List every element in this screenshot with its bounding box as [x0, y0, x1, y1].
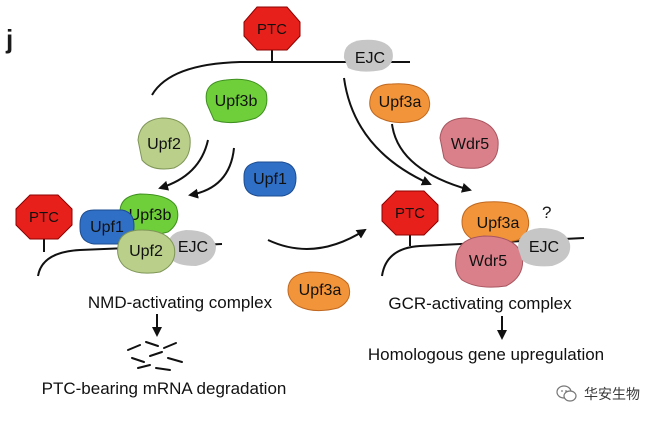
- nmd-ptc-label: PTC: [29, 209, 59, 226]
- nmd-ejc-blob: EJC: [168, 230, 216, 266]
- upf2-blob: Upf2: [137, 117, 191, 170]
- wdr5-top-label: Wdr5: [451, 136, 489, 153]
- nmd-mrna-line: [37, 243, 223, 277]
- nmd-ejc-label: EJC: [178, 239, 208, 256]
- top-mrna-line: [151, 61, 410, 96]
- upf3a-top-label: Upf3a: [379, 94, 422, 111]
- gcr-caption: GCR-activating complex: [388, 294, 572, 313]
- middle-arrow: [267, 228, 367, 250]
- nmd-ptc-octagon: PTC: [15, 194, 73, 240]
- upf2-label: Upf2: [147, 136, 181, 153]
- top-ptc-octagon: PTC: [243, 6, 301, 51]
- nmd-upf1-blob: Upf1: [79, 209, 135, 245]
- nmd-outcome: PTC-bearing mRNA degradation: [42, 379, 287, 398]
- gcr-ptc-label: PTC: [395, 205, 425, 222]
- nmd-upf1-label: Upf1: [90, 219, 124, 236]
- upf1-label: Upf1: [253, 171, 287, 188]
- mrna-fragments: [127, 341, 183, 371]
- right-arrow-outer: [343, 77, 432, 186]
- gcr-ejc-blob: EJC: [518, 228, 571, 267]
- panel-label: j: [5, 24, 13, 54]
- right-arrow-inner: [391, 123, 472, 193]
- gcr-wdr5-blob: Wdr5: [455, 235, 524, 288]
- upf3b-blob: Upf3b: [205, 78, 268, 124]
- nmd-upf2-label: Upf2: [129, 243, 163, 260]
- gcr-upf3a-label: Upf3a: [477, 215, 520, 232]
- gcr-ejc-label: EJC: [529, 239, 559, 256]
- upf1-blob: Upf1: [243, 161, 297, 197]
- gcr-wdr5-label: Wdr5: [469, 253, 507, 270]
- watermark-text: 华安生物: [584, 387, 640, 403]
- nmd-upf2-blob: Upf2: [117, 229, 176, 274]
- gcr-outcome: Homologous gene upregulation: [368, 345, 604, 364]
- wechat-icon: [556, 385, 577, 402]
- gcr-upf3a-blob: Upf3a: [461, 201, 530, 244]
- upf3b-label: Upf3b: [215, 93, 258, 110]
- top-ejc-label: EJC: [355, 50, 385, 67]
- top-ptc-label: PTC: [257, 21, 287, 38]
- left-arrow-inner: [188, 147, 235, 199]
- left-arrow-outer: [158, 139, 209, 191]
- middle-upf3a-label: Upf3a: [299, 282, 342, 299]
- top-ejc-blob: EJC: [343, 39, 393, 72]
- middle-upf3a-blob: Upf3a: [287, 271, 351, 312]
- upf3a-top-blob: Upf3a: [369, 83, 431, 124]
- gcr-mrna-line: [381, 237, 585, 277]
- gcr-question-mark: ?: [542, 203, 551, 222]
- nmd-upf3b-label: Upf3b: [129, 207, 172, 224]
- gcr-ptc-octagon: PTC: [381, 190, 439, 236]
- watermark: 华安生物: [556, 384, 640, 404]
- nmd-caption: NMD-activating complex: [88, 293, 273, 312]
- wdr5-top-blob: Wdr5: [439, 117, 499, 169]
